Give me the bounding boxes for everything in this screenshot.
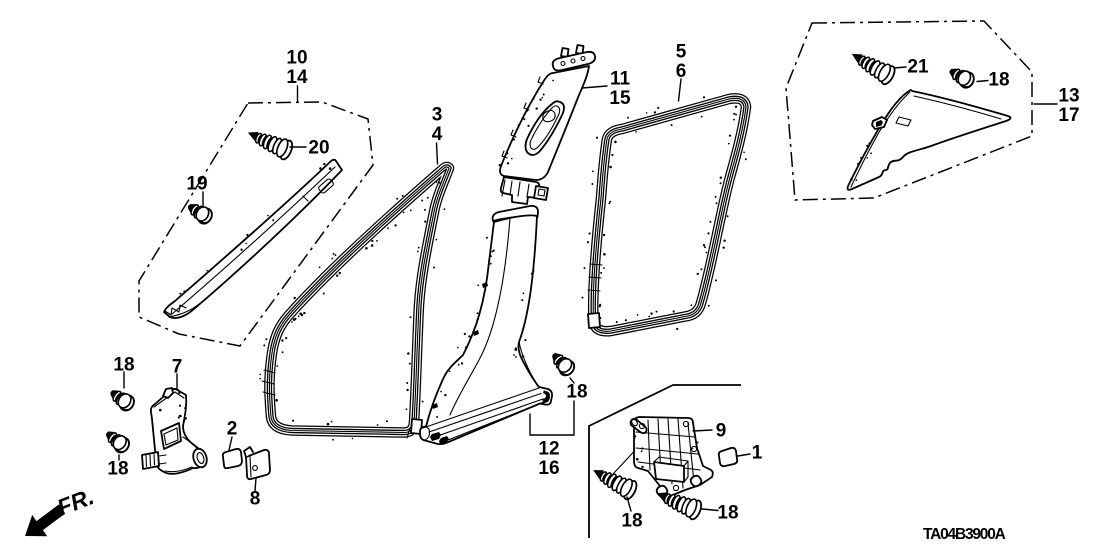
cap-8 (245, 448, 271, 481)
rear-door-seal-drawing (587, 98, 746, 331)
snap-fitting-1 (717, 446, 739, 468)
part-label-18-bottom-left: 18 (621, 511, 642, 532)
leader-lines (118, 66, 1058, 512)
speckle-texture (153, 79, 882, 469)
a-pillar-garnish (163, 158, 343, 319)
part-label-18-bottom-right: 18 (717, 503, 738, 524)
clip-18-left-lower-icon (100, 425, 133, 457)
assembly-boundary-quarter (785, 20, 1033, 201)
assembly-boundary-a-pillar (138, 101, 374, 347)
cowl-side-group (100, 384, 271, 481)
part-label-21: 21 (907, 57, 929, 78)
part-label-1: 1 (752, 443, 763, 464)
fr-direction-arrow: FR. (25, 483, 97, 537)
diagram-code: TA04B3900A (923, 526, 1006, 543)
clip-18-center-icon (546, 347, 579, 380)
part-label-9: 9 (716, 421, 727, 442)
a-pillar-garnish-group (138, 101, 374, 347)
rear-panel-group (588, 384, 741, 538)
clip-18-left-upper-icon (105, 384, 138, 415)
part-label-20: 20 (308, 138, 329, 159)
part-label-18-right-top: 18 (988, 70, 1009, 91)
clip-18-bottom-left-icon (588, 461, 640, 503)
fr-arrow-icon (25, 504, 66, 537)
part-label-2: 2 (227, 419, 238, 440)
b-pillar-upper-garnish (499, 44, 597, 205)
part-label-18-center: 18 (566, 382, 587, 403)
clip-21-icon (846, 45, 899, 88)
quarter-pillar-garnish (846, 89, 1012, 191)
clip-18-right-top-icon (945, 62, 978, 92)
part-label-7: 7 (172, 357, 183, 378)
snap-fitting-2 (221, 447, 243, 470)
clip-20-icon (243, 123, 296, 162)
part-label-8: 8 (250, 489, 261, 510)
clip-19-icon (183, 198, 216, 228)
quarter-pillar-group (785, 20, 1033, 201)
part-label-18-left-upper: 18 (113, 355, 134, 376)
part-label-19: 19 (186, 174, 207, 195)
fr-label: FR. (53, 483, 97, 521)
b-pillar-lower-garnish (419, 204, 579, 446)
assembly-boundary-rear-panel (588, 384, 741, 538)
part-label-18-left-lower: 18 (107, 459, 128, 480)
